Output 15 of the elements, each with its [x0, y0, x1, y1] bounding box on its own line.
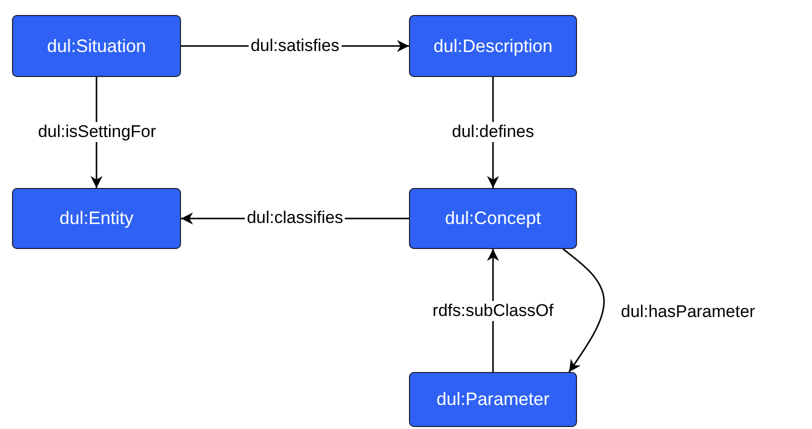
- arrow: [562, 248, 605, 372]
- class-box: [409, 15, 577, 77]
- class-name: dul:Entity: [59, 208, 134, 229]
- edge-label: dul:isSettingFor: [36, 122, 158, 142]
- class-name: dul:Description: [433, 36, 553, 56]
- class-box: [12, 15, 181, 77]
- edge-label: dul:hasParameter: [620, 302, 756, 322]
- class-name: dul:Parameter: [436, 389, 550, 410]
- class-name: dul:Situation: [46, 36, 146, 56]
- class-box: [409, 372, 577, 427]
- edge-label: rdfs:subClassOf: [430, 301, 556, 321]
- class-box: [12, 188, 181, 249]
- class-box: [409, 188, 577, 249]
- class-name: dul:Concept: [444, 208, 542, 229]
- edge-label: dul:defines: [450, 122, 536, 142]
